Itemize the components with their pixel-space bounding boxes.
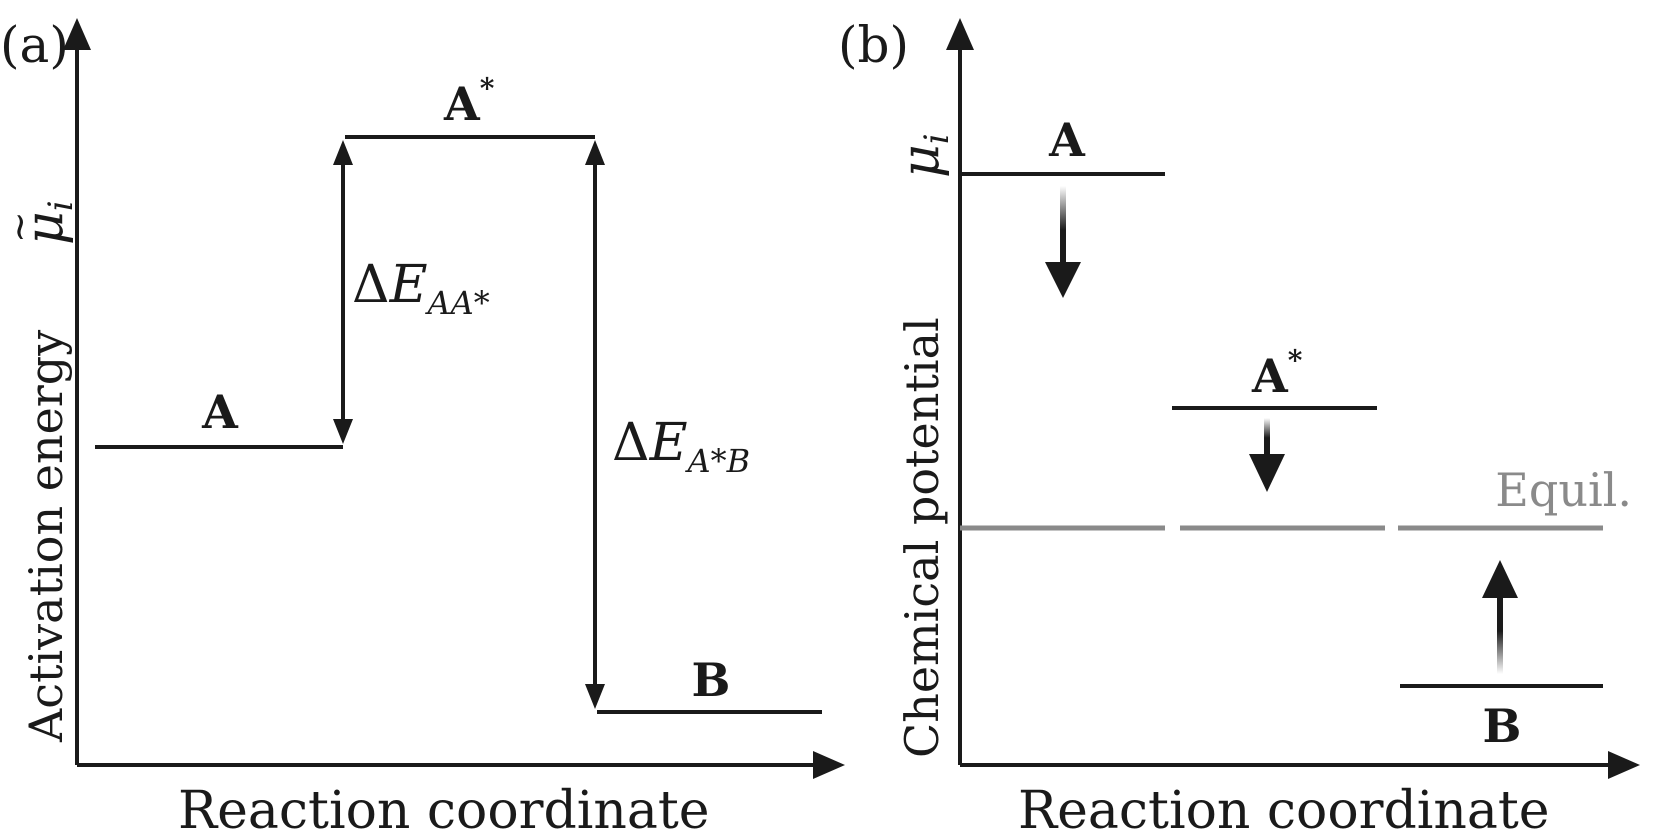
panel-b-x-axis-label: Reaction coordinate: [1018, 781, 1550, 840]
panel-a-delta2-prefix: Δ: [612, 413, 650, 473]
panel-a-level-A-label: A: [201, 385, 239, 439]
panel-b-x-axis-arrowhead: [1608, 751, 1640, 779]
panel-a-delta1-prefix: Δ: [352, 255, 390, 315]
panel-b: (b) Chemical potential μi Reaction coord…: [838, 16, 1640, 840]
panel-a-delta2-sub: A*B: [685, 442, 751, 480]
panel-b-y-axis-label: Chemical potential: [895, 317, 949, 758]
panel-a-x-axis-label: Reaction coordinate: [178, 781, 710, 840]
panel-a-y-symbol: μi ~: [0, 200, 81, 245]
svg-text:μi: μi: [15, 200, 81, 245]
panel-b-arrow-up-B: [1482, 560, 1518, 674]
panel-b-level-A-star-label: A*: [1251, 344, 1303, 403]
panel-a-y-axis-arrowhead: [63, 18, 91, 50]
panel-a-y-symbol-tilde: ~: [0, 211, 41, 243]
panel-a-tag: (a): [0, 16, 69, 74]
panel-a-delta1-var: E: [389, 255, 428, 315]
panel-b-tag: (b): [838, 16, 909, 74]
panel-a-delta-E-A-star-B-arrow: [585, 140, 605, 709]
panel-a-y-symbol-base: μ: [15, 211, 75, 245]
panel-b-arrow-down-A: [1045, 186, 1081, 298]
panel-b-y-symbol: μi: [891, 133, 957, 178]
panel-a-delta1-sub: AA*: [425, 284, 490, 322]
panel-b-level-B-label: B: [1483, 699, 1522, 753]
panel-a: (a) Activation energy μi ~ Reaction coor…: [0, 16, 845, 840]
panel-a-delta-E-AA-star-arrow: [333, 140, 353, 444]
panel-a-level-B-label: B: [692, 653, 731, 707]
panel-b-A-star-base: A: [1251, 349, 1289, 403]
panel-b-y-axis-arrowhead: [946, 18, 974, 50]
panel-a-A-star-sup: *: [480, 72, 495, 105]
panel-b-y-symbol-base: μ: [891, 144, 951, 178]
panel-a-y-symbol-sub: i: [41, 200, 81, 211]
panel-b-A-star-sup: *: [1288, 344, 1303, 377]
panel-b-level-A-label: A: [1048, 113, 1086, 167]
panel-a-delta-E-A-star-B-label: ΔEA*B: [612, 413, 750, 480]
panel-b-y-symbol-sub: i: [917, 133, 957, 144]
panel-a-x-axis-arrowhead: [813, 751, 845, 779]
panel-b-arrow-down-A-star: [1249, 418, 1285, 492]
panel-a-delta-E-AA-star-label: ΔEAA*: [352, 255, 490, 322]
panel-a-level-A-star-label: A*: [443, 72, 495, 131]
panel-a-delta2-var: E: [649, 413, 688, 473]
panel-a-y-axis-label: Activation energy: [19, 330, 73, 743]
svg-text:μi: μi: [891, 133, 957, 178]
panel-a-A-star-base: A: [443, 77, 481, 131]
panel-b-equilibrium-label: Equil.: [1495, 463, 1632, 517]
